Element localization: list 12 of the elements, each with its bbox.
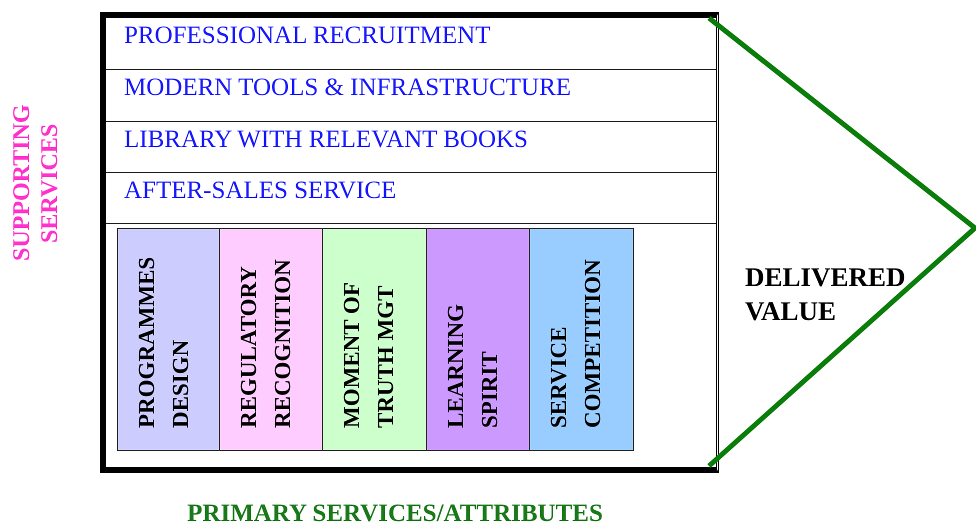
support-service-row: PROFESSIONAL RECRUITMENT [106, 18, 716, 70]
side-axis-title: SUPPORTING SERVICES [8, 104, 64, 264]
primary-service-column: LEARNING SPIRIT [426, 228, 530, 451]
support-service-row: LIBRARY WITH RELEVANT BOOKS [106, 122, 716, 173]
primary-service-column: REGULATORY RECOGNITION [219, 228, 323, 451]
primary-service-column: PROGRAMMES DESIGN [117, 228, 220, 451]
value-label: DELIVERED VALUE [745, 261, 907, 328]
support-service-row: AFTER-SALES SERVICE [106, 173, 716, 224]
primary-service-column: SERVICE COMPETITION [529, 228, 634, 451]
bottom-axis-title: PRIMARY SERVICES/ATTRIBUTES [186, 500, 604, 528]
support-service-row: MODERN TOOLS & INFRASTRUCTURE [106, 70, 716, 122]
primary-service-column: MOMENT OF TRUTH MGT [322, 228, 427, 451]
